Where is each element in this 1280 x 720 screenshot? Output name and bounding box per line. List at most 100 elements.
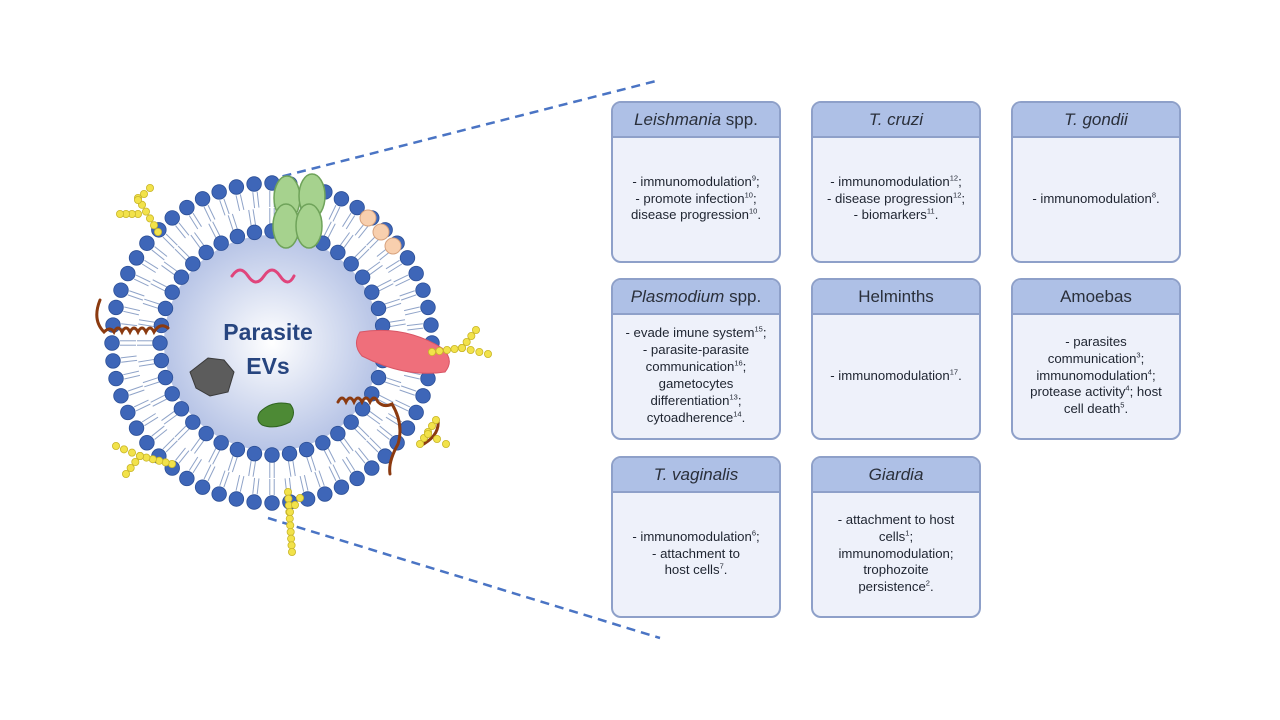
card-line: disease progression10.: [631, 207, 761, 224]
card-title: T. vaginalis: [613, 458, 779, 493]
card-line-text: - immunomodulation: [1032, 190, 1152, 206]
card-body: - immunomodulation17.: [817, 316, 975, 436]
card-line-text: - immunomodulation: [830, 367, 950, 383]
card-title: T. gondii: [1013, 103, 1179, 138]
reference-superscript: 6: [751, 528, 756, 538]
card-line-text: communication: [1047, 350, 1137, 366]
reference-superscript: 17: [949, 367, 959, 377]
reference-superscript: 13: [729, 392, 738, 402]
card-tcruzi: T. cruzi - immunomodulation12;- disease …: [811, 101, 981, 263]
reference-superscript: 10: [749, 207, 758, 217]
card-line-text: - disease progression: [826, 190, 954, 206]
card-title-rest: Helminths: [858, 286, 934, 306]
card-line-end: .: [757, 207, 762, 223]
card-title-italic: Leishmania: [634, 109, 722, 129]
card-line-end: .: [1124, 401, 1129, 417]
rna-squiggle: [230, 268, 296, 284]
card-line-end: ; host: [1129, 384, 1162, 400]
card-line-text: trophozoite: [863, 562, 929, 578]
card-leishmania: Leishmania spp. - immunomodulation9;- pr…: [611, 101, 781, 263]
card-body: - immunomodulation8.: [1017, 139, 1175, 259]
card-line-text: disease progression: [630, 207, 749, 223]
card-line-text: protease activity: [1030, 384, 1126, 400]
card-line-end: ;: [909, 528, 914, 544]
card-line: - immunomodulation12;: [830, 174, 962, 191]
card-line: communication3;: [1048, 351, 1145, 368]
card-line: - disease progression12;: [827, 191, 965, 208]
card-line: - parasites: [1065, 334, 1127, 351]
reference-superscript: 12: [953, 190, 962, 200]
card-line-end: ;: [752, 190, 757, 206]
card-line-end: ;: [755, 528, 760, 544]
card-line-end: ;: [1140, 350, 1145, 366]
vesicle-label-line2: EVs: [246, 353, 289, 379]
card-line: - biomarkers11.: [854, 207, 939, 224]
reference-superscript: 14: [733, 409, 742, 419]
card-line-text: host cells: [664, 562, 720, 578]
card-tvaginalis: T. vaginalis - immunomodulation6; - attac…: [611, 456, 781, 618]
card-line: - parasite-parasite: [643, 342, 749, 359]
card-title: Helminths: [813, 280, 979, 315]
card-title: Giardia: [813, 458, 979, 493]
brown-coil-left: [95, 298, 170, 336]
zoom-guide-top: [267, 78, 661, 182]
card-line-text: - promote infection: [635, 190, 745, 206]
reference-superscript: 4: [1147, 367, 1152, 377]
card-line-text: cytoadherence: [646, 409, 734, 425]
card-title: T. cruzi: [813, 103, 979, 138]
card-body: - parasites communication3;immunomodulati…: [1017, 316, 1175, 436]
card-line: differentiation13;: [651, 393, 742, 410]
card-line-end: ;: [958, 173, 962, 189]
peach-protein-beads: [359, 209, 402, 255]
card-line-text: - attachment to host: [837, 511, 955, 527]
green-cargo: [257, 402, 294, 428]
card-title: Plasmodium spp.: [613, 280, 779, 315]
vesicle-lumen: [164, 235, 380, 451]
card-line-end: ;: [737, 392, 742, 408]
card-line-text: - immunomodulation: [632, 528, 752, 544]
card-title: Leishmania spp.: [613, 103, 779, 138]
card-title-rest: spp.: [721, 109, 758, 129]
card-line-end: ;: [961, 190, 966, 206]
card-line-end: ;: [1151, 367, 1156, 383]
card-line-text: - parasites: [1065, 333, 1127, 349]
card-line: persistence2.: [858, 579, 933, 596]
reference-superscript: 15: [754, 324, 763, 334]
card-line-text: communication: [645, 359, 735, 375]
card-line-end: .: [934, 207, 939, 223]
card-line: cells1;: [879, 529, 913, 546]
card-line: protease activity4; host: [1030, 384, 1162, 401]
card-line: - evade imune system15;: [625, 325, 766, 342]
reference-superscript: 2: [925, 578, 930, 588]
card-line-text: - evade imune system: [625, 325, 755, 341]
reference-superscript: 12: [949, 173, 959, 183]
card-line-end: .: [741, 409, 746, 425]
card-title-rest: spp.: [724, 286, 762, 306]
pink-protein: [356, 329, 450, 374]
card-title-italic: T. gondii: [1064, 109, 1128, 129]
reference-superscript: 11: [926, 207, 935, 217]
reference-superscript: 7: [719, 562, 724, 572]
card-line-text: persistence: [858, 579, 926, 595]
card-line-text: - attachment to: [652, 545, 740, 561]
card-title-italic: T. cruzi: [868, 109, 924, 129]
zoom-guide-bottom: [267, 516, 661, 640]
card-body: - immunomodulation12;- disease progressi…: [817, 139, 975, 259]
card-line-text: - immunomodulation: [830, 173, 950, 189]
reference-superscript: 16: [734, 358, 743, 368]
card-body: - immunomodulation9;- promote infection1…: [617, 139, 775, 259]
card-line: communication16;: [646, 359, 747, 376]
card-line: trophozoite: [863, 562, 928, 579]
reference-superscript: 8: [1151, 190, 1156, 200]
card-line-text: immunomodulation: [1036, 367, 1148, 383]
card-line-end: .: [958, 367, 962, 383]
card-title-italic: Giardia: [868, 464, 924, 484]
card-line-text: differentiation: [650, 392, 730, 408]
card-title-italic: T. vaginalis: [653, 464, 739, 484]
card-line-end: .: [723, 562, 728, 578]
card-line-text: - parasite-parasite: [642, 342, 750, 358]
